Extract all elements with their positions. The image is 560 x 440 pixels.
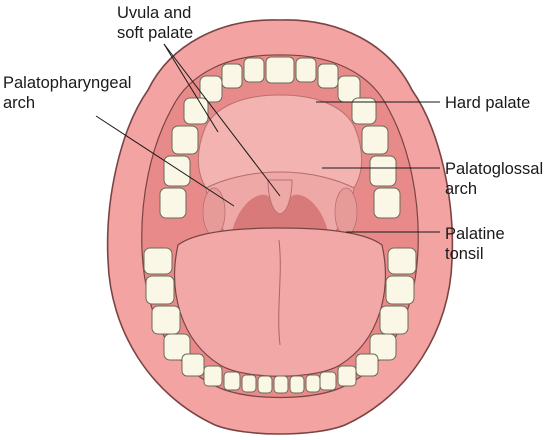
upper-tooth [171,125,199,155]
lower-tooth [181,353,205,377]
leader-palatopharyngeal-arch [95,115,235,207]
lower-tooth [223,371,241,391]
label-hard-palate: Hard palate [445,94,531,112]
upper-tooth [295,57,317,83]
upper-tooth [361,125,389,155]
tongue [174,227,386,377]
lower-tooth [385,275,415,305]
upper-tooth [373,187,401,219]
upper-tooth [183,97,209,125]
leader-uvula [163,43,281,197]
lower-tooth [305,374,321,393]
label-palatopharyngeal-arch: Palatopharyngeal arch [3,74,132,112]
label-uvula-and-soft-palate: Uvula and soft palate [117,4,194,42]
upper-tooth [163,155,191,187]
lower-tooth [379,305,409,335]
lower-tooth [337,365,357,387]
left-palatine-tonsil [202,187,226,237]
upper-tooth [317,63,339,89]
lower-tooth [289,375,305,394]
label-palatoglossal-arch: Palatoglossal arch [445,160,544,198]
upper-tooth [159,187,187,219]
upper-tooth [351,97,377,125]
upper-teeth [159,56,401,219]
throat [232,194,328,232]
lower-tooth [319,371,337,391]
upper-tooth [369,155,397,187]
lower-tooth [257,375,273,394]
leader-soft-palate [163,43,219,133]
upper-tooth [243,57,265,83]
lower-tooth [145,275,175,305]
lower-tooth [369,333,397,361]
tongue-midline [278,239,281,346]
lower-teeth [143,247,417,394]
label-palatine-tonsil: Palatine tonsil [445,225,505,263]
lower-tooth [387,247,417,275]
lower-tooth [273,375,289,394]
lower-tooth [163,333,191,361]
lower-tooth [355,353,379,377]
lower-tooth [151,305,181,335]
leader-lines [95,43,440,233]
upper-tooth [199,75,223,103]
lower-tooth [203,365,223,387]
lower-tooth [241,374,257,393]
upper-tooth [221,63,243,89]
right-palatine-tonsil [334,187,358,237]
lower-tooth [143,247,173,275]
upper-tooth [265,56,295,84]
